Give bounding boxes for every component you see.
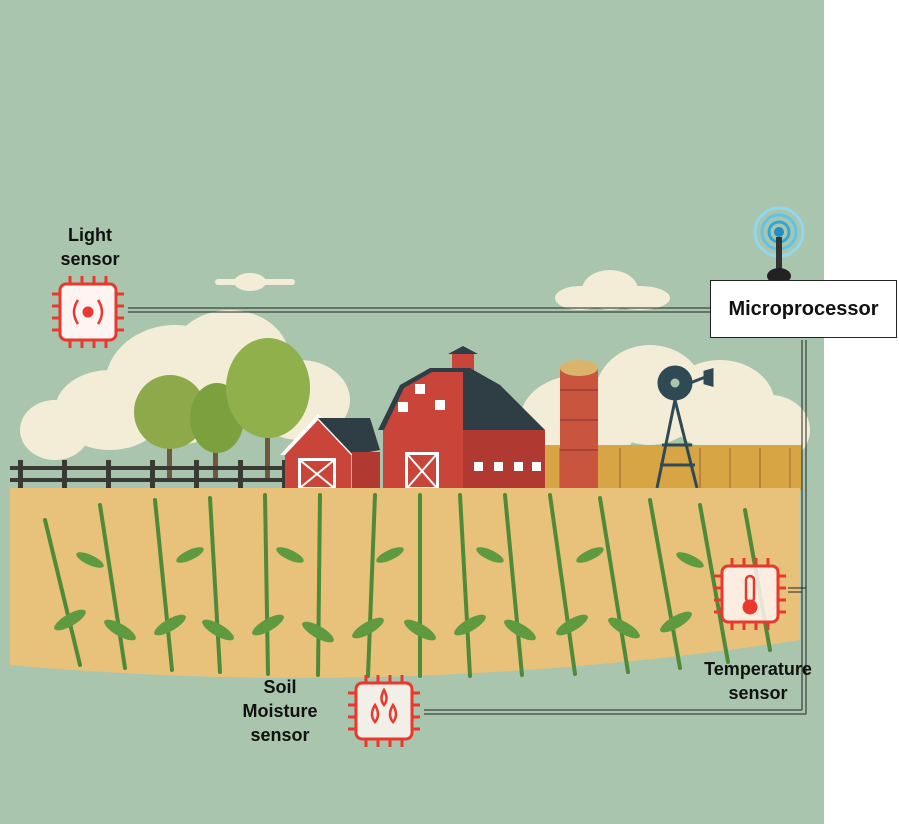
wiring bbox=[128, 307, 807, 715]
soil-sensor-label-line3: sensor bbox=[250, 725, 310, 745]
temperature-sensor-label-line1: Temperature bbox=[704, 659, 812, 679]
temperature-sensor-label: Temperature sensor bbox=[693, 657, 823, 705]
temperature-sensor-icon bbox=[714, 558, 786, 630]
fence bbox=[10, 460, 350, 490]
soil-moisture-sensor-icon bbox=[348, 675, 420, 747]
soil-sensor-label-line1: Soil bbox=[263, 677, 297, 697]
light-sensor-icon bbox=[52, 276, 124, 348]
small-barn bbox=[280, 414, 380, 488]
farm-scene bbox=[0, 0, 824, 824]
soil-sensor-label-line2: Moisture bbox=[242, 701, 318, 721]
soil-moisture-sensor-label: Soil Moisture sensor bbox=[228, 675, 332, 747]
temperature-sensor-label-line2: sensor bbox=[728, 683, 788, 703]
big-barn bbox=[378, 346, 545, 488]
antenna-icon bbox=[753, 206, 805, 284]
light-sensor-label-line1: Light bbox=[68, 225, 112, 245]
windmill bbox=[655, 365, 714, 489]
silo bbox=[560, 360, 598, 488]
corn-leaves bbox=[54, 547, 704, 643]
trees bbox=[134, 338, 310, 480]
light-sensor-label-line2: sensor bbox=[60, 249, 120, 269]
light-sensor-label: Light sensor bbox=[40, 223, 140, 271]
microprocessor-box: Microprocessor bbox=[710, 280, 897, 338]
soil-field bbox=[10, 488, 800, 678]
